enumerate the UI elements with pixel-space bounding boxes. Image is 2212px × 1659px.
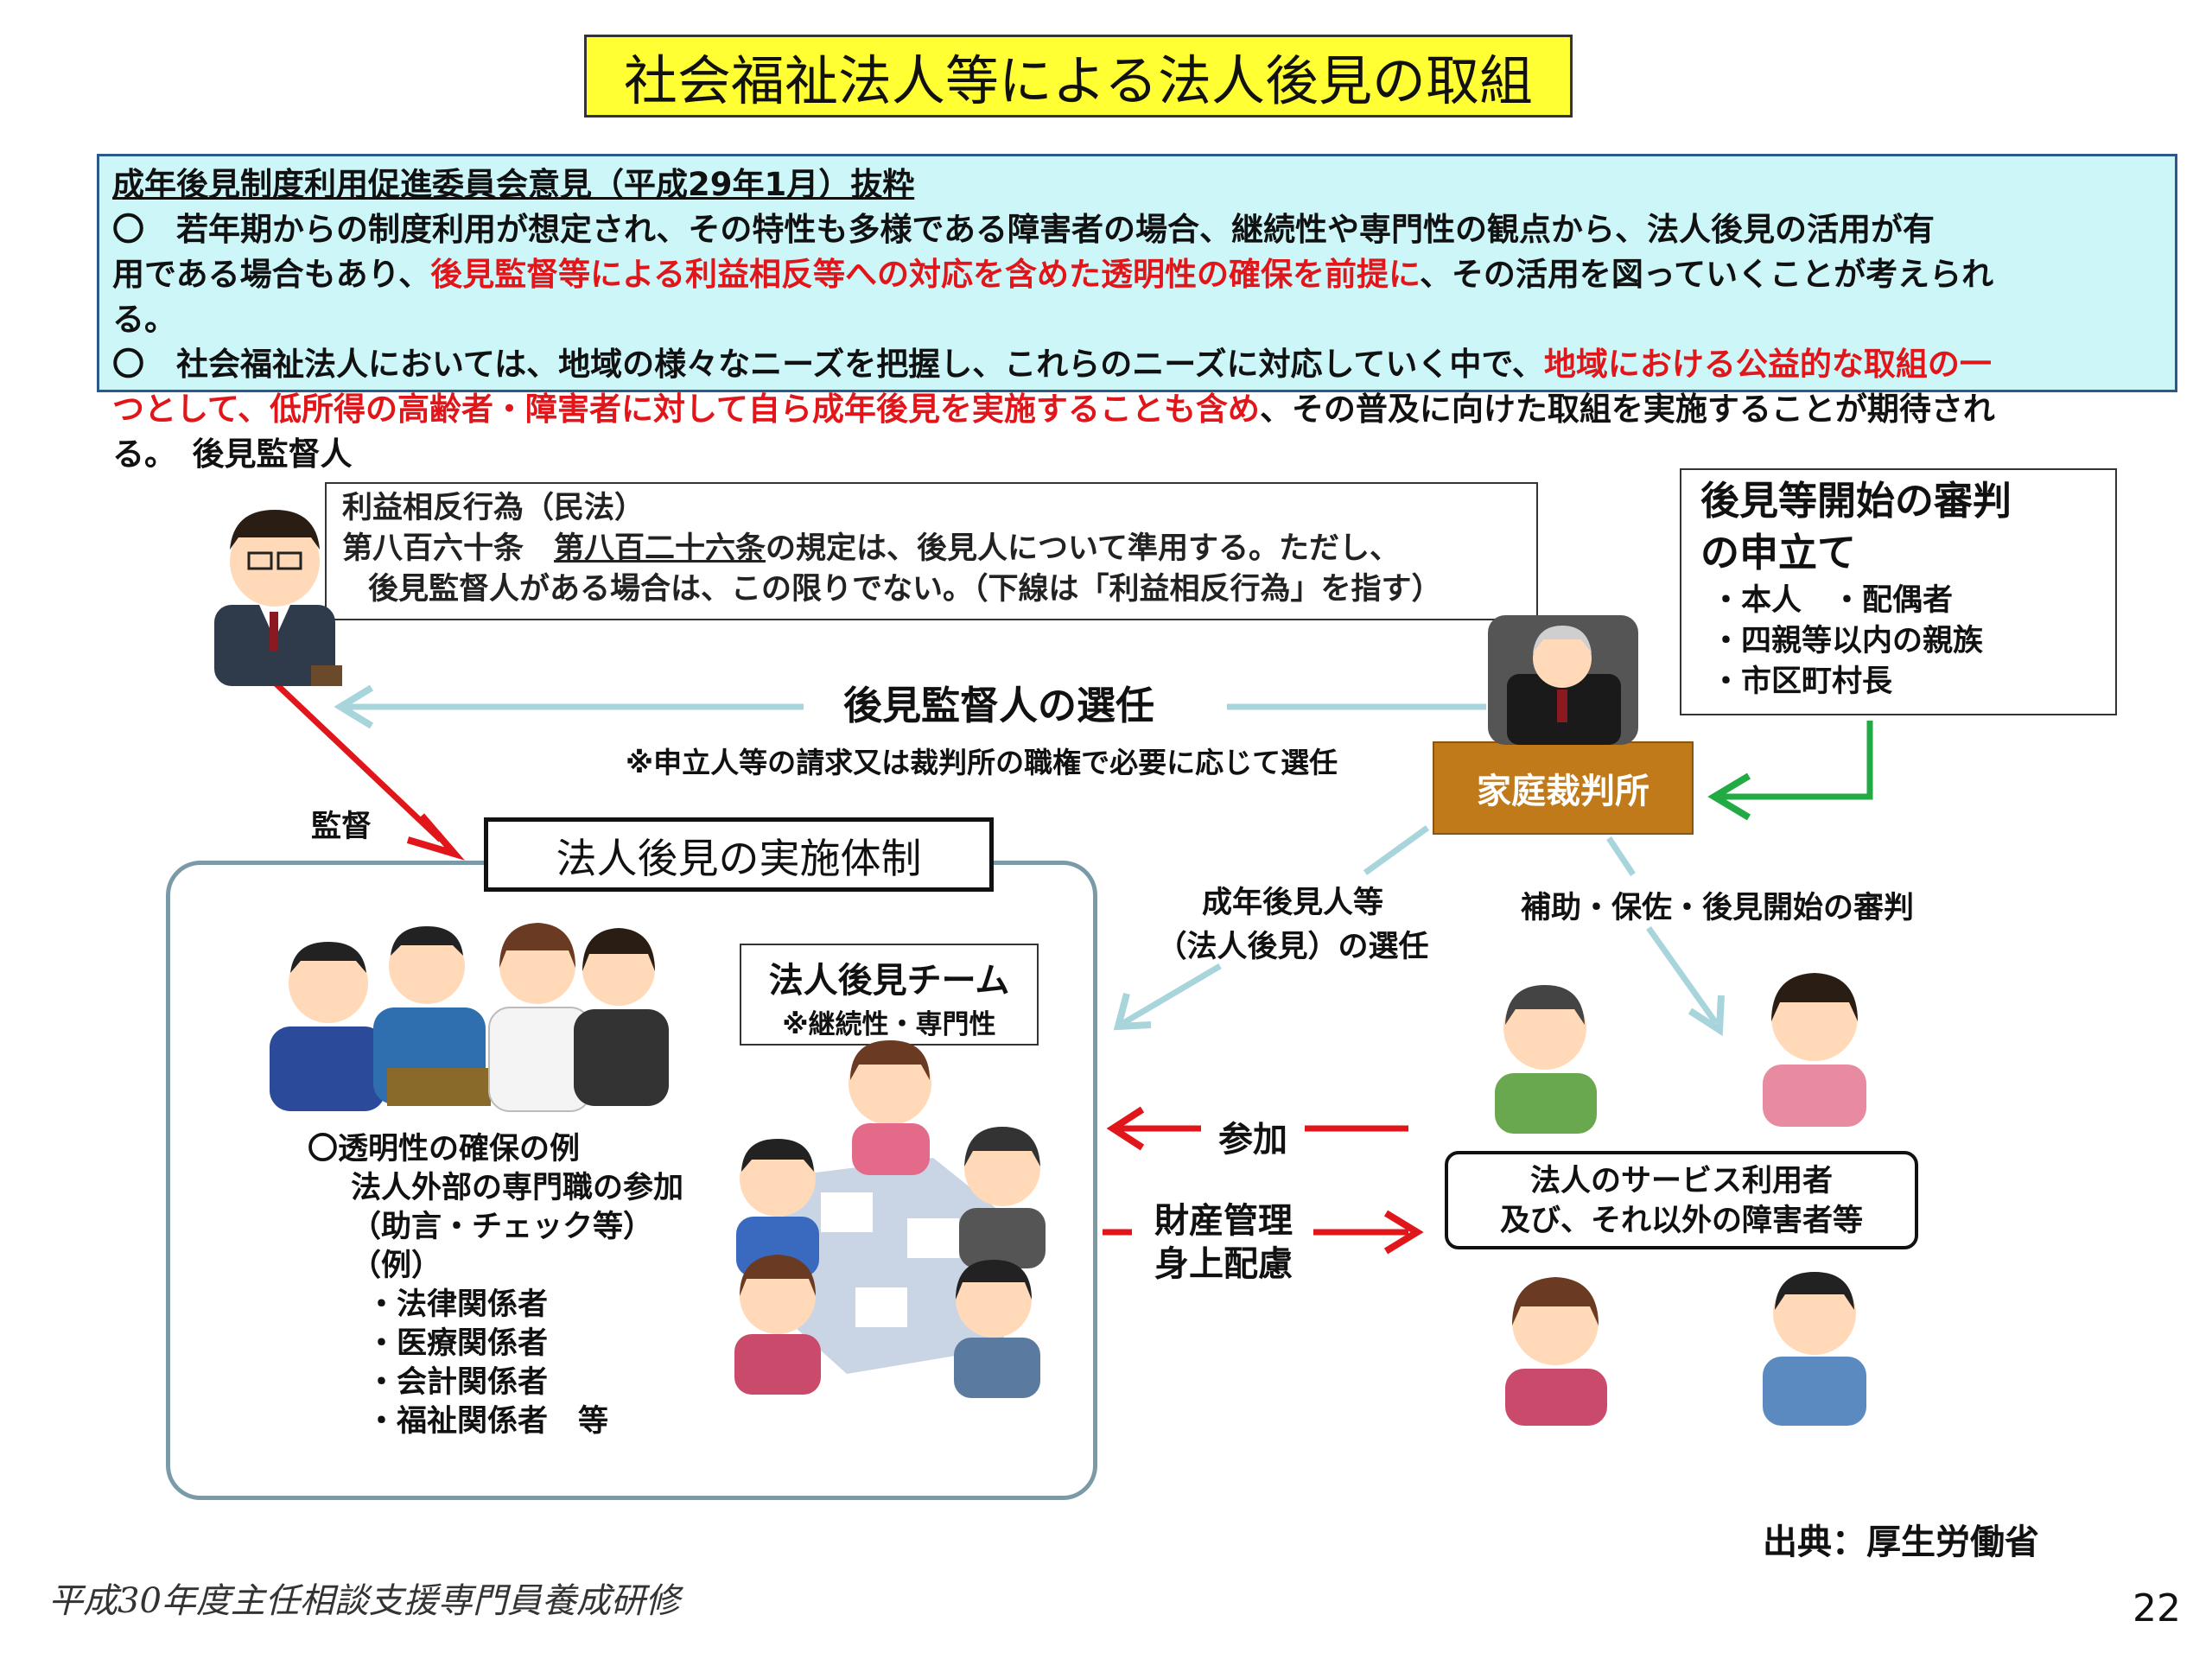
opinion-text: 成年後見制度利用促進委員会意見（平成29年1月）抜粋 〇 若年期からの制度利用が… (112, 162, 2160, 477)
participation-label: 参加 (1218, 1120, 1287, 1160)
petition-title-2: の申立て (1700, 530, 1857, 575)
opinion-p2-red1: 地域における公益的な取組の一 (1543, 346, 1992, 383)
management-line: 身上配慮 (1154, 1244, 1293, 1284)
supervision-arrow (272, 680, 465, 861)
page-title: 社会福祉法人等による法人後見の取組 (584, 35, 1573, 118)
transparency-line: ・福祉関係者 等 (366, 1404, 609, 1439)
supervisor-label: 後見監督人 (192, 435, 353, 473)
transparency-heading: 〇透明性の確保の例 (308, 1132, 581, 1166)
selection-note: ※申立人等の請求又は裁判所の職権で必要に応じて選任 (626, 746, 1338, 779)
opinion-p1-c: 、その活用を図っていくことが考えられ (1419, 256, 1994, 293)
team-subtitle: ※継続性・専門性 (782, 1009, 996, 1040)
service-users-box: 法人のサービス利用者 及び、それ以外の障害者等 (1445, 1151, 1918, 1249)
transparency-line: ・会計関係者 (366, 1365, 549, 1400)
law-line1-b: の規定は、後見人について準用する。ただし、 (766, 531, 1400, 566)
petition-title: 後見等開始の審判 の申立て (1700, 475, 2012, 579)
petition-item: ・市区町村長 (1711, 664, 1893, 699)
petition-list: ・本人 ・配偶者 ・四親等以内の親族 ・市区町村長 (1711, 581, 1983, 702)
law-line-2: 後見監督人がある場合は、この限りでない。（下線は「利益相反行為」を指す） (368, 572, 1442, 607)
team-title: 法人後見チーム (768, 961, 1010, 1001)
users-line: 及び、それ以外の障害者等 (1499, 1204, 1863, 1238)
users-line: 法人のサービス利用者 (1529, 1164, 1833, 1198)
transparency-line: ・法律関係者 (366, 1287, 549, 1322)
petition-item: ・四親等以内の親族 (1711, 624, 1984, 658)
opinion-heading: 成年後見制度利用促進委員会意見（平成29年1月）抜粋 (112, 166, 915, 203)
supervision-label: 監督 (311, 810, 372, 844)
page-number: 22 (2133, 1586, 2181, 1630)
law-line1-underlined: 第八百二十六条 (554, 531, 766, 566)
transparency-line: （助言・チェック等） (351, 1210, 654, 1244)
law-title: 利益相反行為（民法） (342, 491, 645, 525)
petition-box (1680, 468, 2117, 715)
judge-illustration (1488, 615, 1638, 745)
petition-item: ・本人 ・配偶者 (1711, 583, 1954, 618)
petition-title-1: 後見等開始の審判 (1700, 478, 2012, 524)
law-line1-a: 第八百六十条 (342, 531, 555, 566)
supervisor-selection-arrow (334, 684, 1486, 729)
guardian-selection-arrow (1113, 825, 1430, 1031)
opinion-p2-c: る。 (112, 435, 161, 473)
opinion-para-2: 〇 社会福祉法人においては、地域の様々なニーズを把握し、これらのニーズに対応して… (112, 342, 2160, 477)
system-title: 法人後見の実施体制 (484, 817, 994, 892)
management-arrow (1103, 1210, 1424, 1255)
opinion-p2-a: 〇 社会福祉法人においては、地域の様々なニーズを把握し、これらのニーズに対応して… (112, 346, 1544, 383)
guardian-selection-line: 成年後見人等 (1201, 886, 1383, 920)
service-user-illustration (1495, 973, 1866, 1426)
law-box (325, 482, 1538, 620)
supervisor-person-illustration (214, 510, 342, 686)
supervisor-selection-label: 後見監督人の選任 (843, 683, 1155, 728)
law-line-1: 第八百六十条 第八百二十六条の規定は、後見人について準用する。ただし、 (342, 529, 1442, 569)
law-text: 利益相反行為（民法） 第八百六十条 第八百二十六条の規定は、後見人について準用す… (342, 488, 1442, 610)
management-label: 財産管理 身上配慮 (1154, 1199, 1293, 1286)
team-meeting-illustration (734, 1040, 1046, 1398)
opinion-box (97, 154, 2177, 392)
transparency-line: ・医療関係者 (366, 1326, 549, 1361)
family-court-box: 家庭裁判所 (1433, 741, 1694, 835)
team-box: 法人後見チーム ※継続性・専門性 (740, 944, 1039, 1046)
guardian-selection-line: （法人後見）の選任 (1156, 930, 1429, 964)
opinion-p1-d: る。 (112, 301, 176, 338)
guardian-selection-label: 成年後見人等 （法人後見）の選任 (1154, 878, 1431, 966)
source-credit: 出典：厚生労働省 (1763, 1522, 2039, 1562)
transparency-line: （例） (351, 1249, 442, 1283)
judgment-arrow (1606, 836, 1725, 1037)
transparency-line: 法人外部の専門職の参加 (351, 1171, 684, 1205)
opinion-para-1: 〇 若年期からの制度利用が想定され、その特性も多様である障害者の場合、継続性や専… (112, 207, 2160, 342)
judgment-label: 補助・保佐・後見開始の審判 (1521, 891, 1915, 925)
staff-group-illustration (270, 923, 669, 1112)
opinion-p1-red: 後見監督等による利益相反等への対応を含めた透明性の確保を前提に (430, 256, 1420, 293)
participation-arrow (1106, 1106, 1408, 1151)
opinion-p2-b: 、その普及に向けた取組を実施することが期待され (1259, 391, 1995, 428)
transparency-text: 〇透明性の確保の例 法人外部の専門職の参加 （助言・チェック等） （例） ・法律… (308, 1130, 683, 1441)
opinion-p1-a: 〇 若年期からの制度利用が想定され、その特性も多様である障害者の場合、継続性や専… (112, 211, 1935, 248)
opinion-p2-red2: つとして、低所得の高齢者・障害者に対して自ら成年後見を実施することも含め (112, 391, 1260, 428)
petition-arrow (1707, 721, 1873, 821)
footer-text: 平成30年度主任相談支援専門員養成研修 (48, 1581, 680, 1621)
opinion-p1-b: 用である場合もあり、 (112, 256, 431, 293)
management-line: 財産管理 (1154, 1201, 1293, 1241)
